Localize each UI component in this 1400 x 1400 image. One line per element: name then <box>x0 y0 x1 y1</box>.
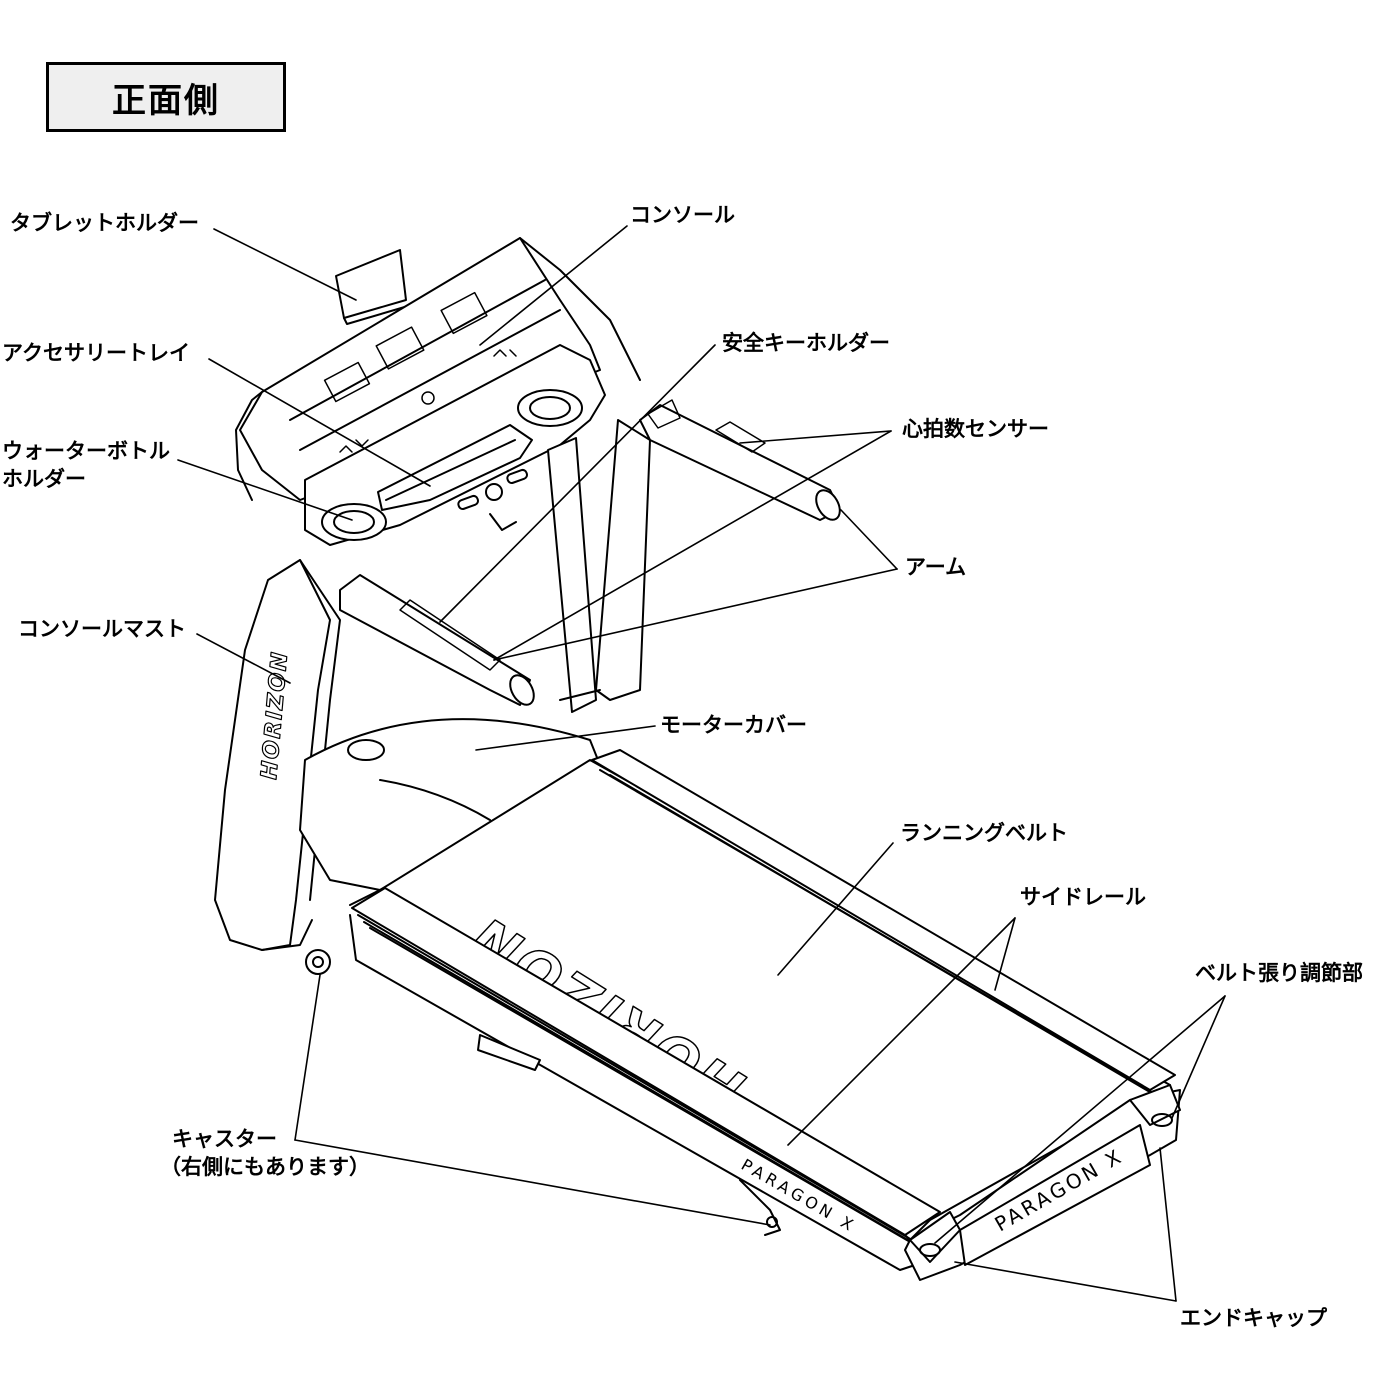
console-mast-left-shape: HORIZON <box>214 559 341 951</box>
label-console: コンソール <box>630 203 735 227</box>
label-heart-rate-sensor: 心拍数センサー <box>902 417 1049 441</box>
tablet-holder-shape <box>335 249 409 325</box>
label-water-bottle-holder-line2: ホルダー <box>2 467 86 491</box>
label-running-belt: ランニングベルト <box>900 821 1068 845</box>
label-tablet-holder: タブレットホルダー <box>10 211 199 235</box>
label-side-rail: サイドレール <box>1020 885 1146 909</box>
accessory-tray-shape <box>304 344 606 546</box>
label-arm: アーム <box>905 555 967 579</box>
leader-lines <box>177 225 1226 1302</box>
label-accessory-tray: アクセサリートレイ <box>2 341 190 365</box>
side-rail-shape: PARAGON X <box>349 749 1176 1271</box>
console-shape <box>235 237 641 501</box>
end-cap-shape: PARAGON X <box>904 1084 1181 1281</box>
label-safety-key-holder: 安全キーホルダー <box>722 331 890 355</box>
arm-shape <box>339 399 841 706</box>
label-console-mast: コンソールマスト <box>18 617 186 641</box>
label-end-cap: エンドキャップ <box>1180 1306 1327 1330</box>
label-caster-line2: （右側にもあります） <box>160 1155 370 1179</box>
label-water-bottle-holder-line1: ウォーターボトル <box>2 439 170 463</box>
page-title: 正面側 <box>46 62 286 132</box>
caster-shape <box>305 949 781 1236</box>
console-mast-right-shape <box>547 419 651 713</box>
label-motor-cover: モーターカバー <box>660 713 807 737</box>
label-belt-tension-adjuster: ベルト張り調節部 <box>1195 961 1363 985</box>
label-caster-line1: キャスター <box>172 1127 277 1151</box>
